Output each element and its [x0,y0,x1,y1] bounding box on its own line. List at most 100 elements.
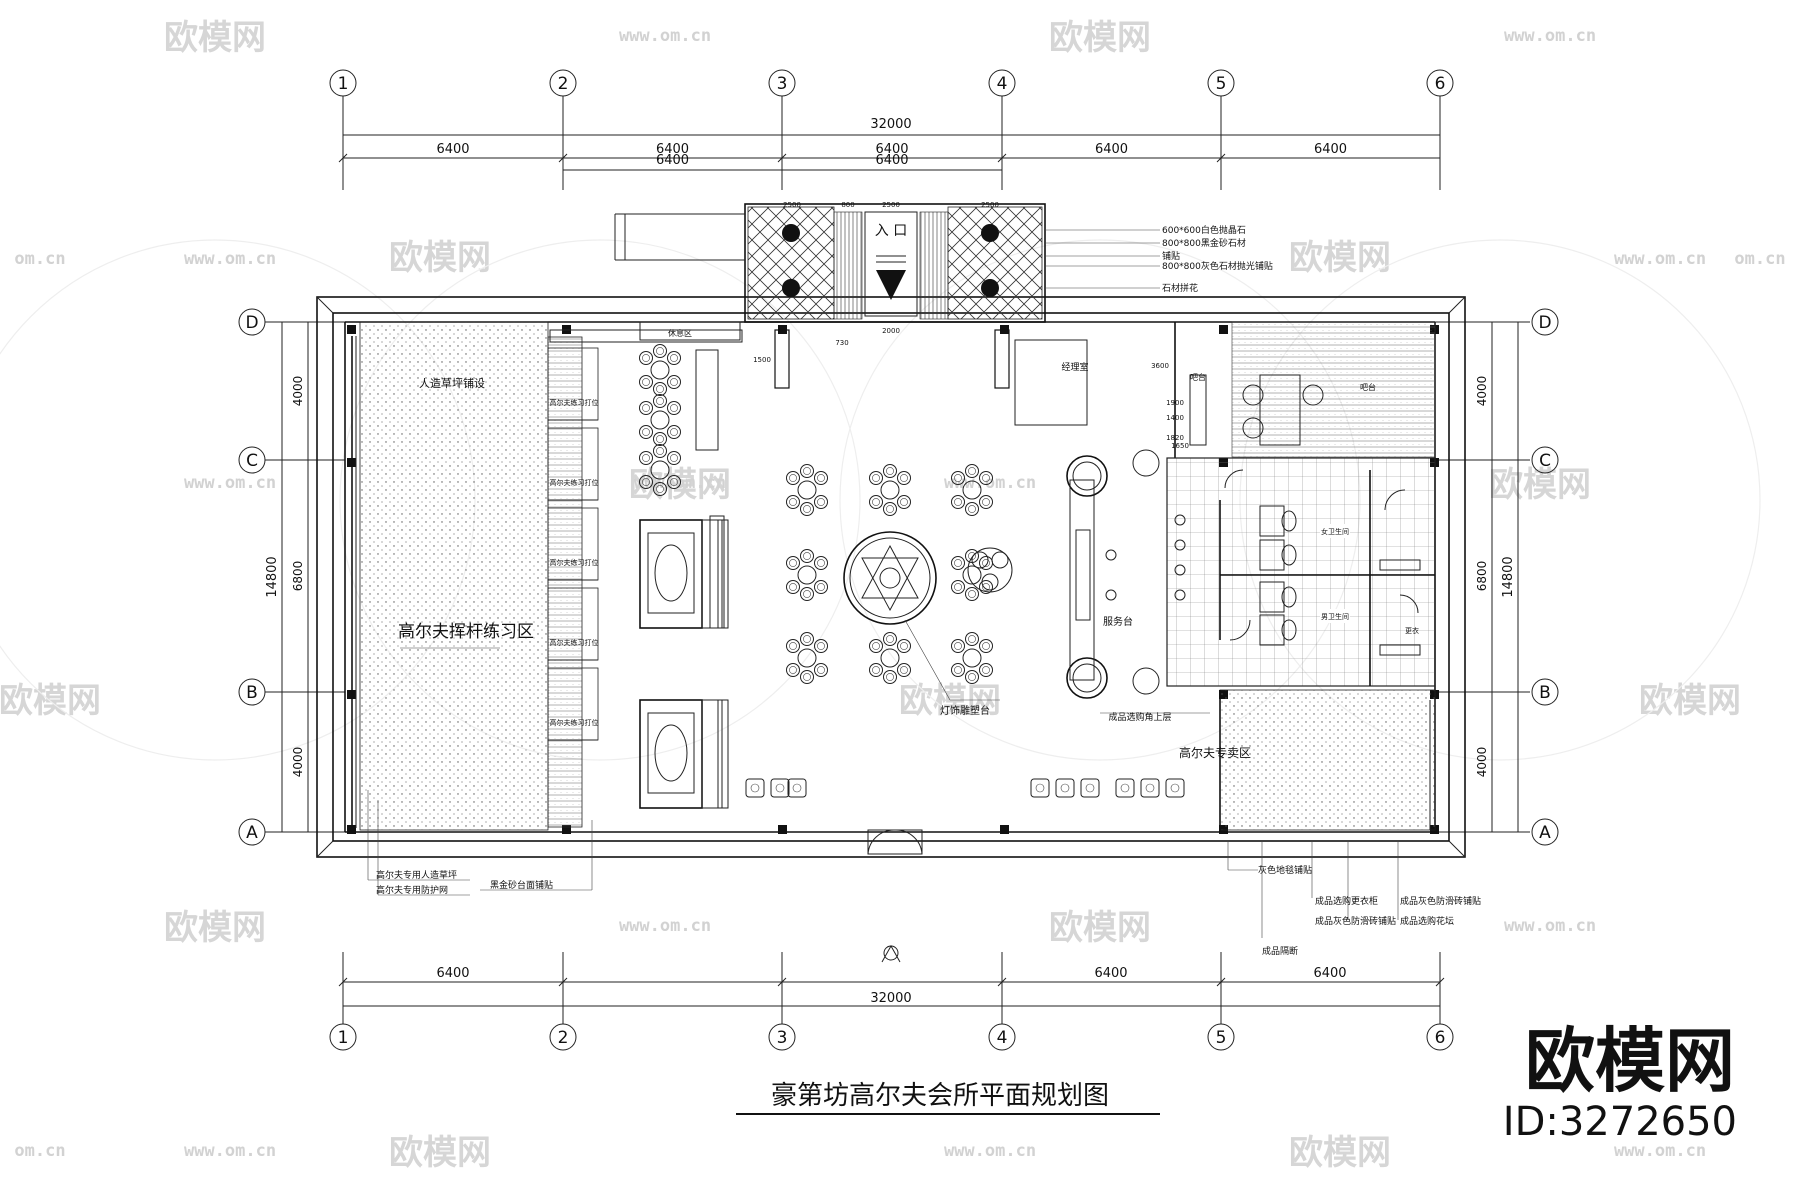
north-arrow-icon [881,944,901,963]
chair-seat [639,351,653,365]
chair [667,375,681,389]
service-desk-label: 服务台 [1103,615,1133,628]
chair-seat [653,482,667,496]
chair-cushion [803,635,811,643]
structural-column [1219,325,1228,334]
bottom-left-callouts: 高尔夫专用人造草坪高尔夫专用防护网黑金砂台面铺贴 [376,869,553,896]
chair [814,495,828,509]
bottom-span-dim: 6400 [436,966,469,981]
chair-seat [786,495,800,509]
chair-cushion [642,354,650,362]
chair-seat [653,432,667,446]
chair-cushion [886,505,894,513]
material-callout: 成品隔断 [1262,945,1298,957]
chair-cushion [656,485,664,493]
chair-seat [897,495,911,509]
chair [667,475,681,489]
chair-seat [667,425,681,439]
chair-cushion [954,474,962,482]
left-span-dim: 6800 [291,561,305,592]
chair [814,471,828,485]
top-span-dim: 6400 [1314,142,1347,157]
chair [951,556,965,570]
service-desk-area: 服务台 [1066,449,1160,699]
table-set [639,394,681,446]
material-callout: 成品灰色防滑砖铺贴 [1315,915,1396,927]
lounge-chair [770,778,790,798]
chair [800,587,814,601]
table-set [786,464,828,516]
chair [653,382,667,396]
chair-seat [814,556,828,570]
table-set [639,344,681,396]
chair [979,663,993,677]
chair-cushion [789,474,797,482]
chair-seat [951,556,965,570]
chair-cushion [789,666,797,674]
top-span-dim: 6400 [436,142,469,157]
grid-row-label-left: C [246,451,258,471]
watermark-brand-text: 欧模网 [164,908,266,948]
watermark-brand-text: 欧模网 [1049,908,1151,948]
chair-seat [786,556,800,570]
dim-tick [1216,977,1226,987]
putting-bay-label: 高尔夫练习打位 [550,718,599,727]
grid-bubble-right [1531,308,1559,336]
left-span-dim: 4000 [291,376,305,407]
chair-cushion [642,454,650,462]
chair [667,425,681,439]
chair-cushion [817,559,825,567]
watermark-brand: 欧模网 [1639,681,1741,721]
lounge-chair-cushion [1060,783,1070,793]
putting-bay-label: 高尔夫练习打位 [550,638,599,647]
entry-pillar [774,329,790,389]
chair [653,432,667,446]
lounge-chair-body [1030,778,1050,798]
bottom-right-callouts: 灰色地毯铺贴成品选购更衣柜成品灰色防滑砖铺贴成品灰色防滑砖铺贴成品选购花坛成品隔… [1258,864,1481,957]
chair-cushion [982,498,990,506]
chair [814,663,828,677]
chair-cushion [954,583,962,591]
chair-cushion [670,478,678,486]
putting-bay-label: 高尔夫练习打位 [550,558,599,567]
watermark-url-text: www.om.cn [1614,1141,1706,1161]
grid-bubble-top [1207,69,1235,97]
grid-row-label-right: A [1539,823,1551,843]
chair-seat [667,375,681,389]
lounge-chair [1165,778,1185,798]
lounge-chair-body [787,778,807,798]
lounge-chair-cushion [1170,783,1180,793]
wc-male-label: 男卫生间 [1321,612,1349,621]
watermark-brand: 欧模网 [1289,238,1391,278]
chair-seat [639,401,653,415]
chair [979,639,993,653]
grid-col-label-top: 5 [1216,74,1227,94]
top-total-dim: 32000 [870,117,911,132]
drawing-title: 豪第坊高尔夫会所平面规划图 [736,1081,1160,1115]
watermark-brand-text: 欧模网 [1049,18,1151,58]
material-callout: 高尔夫专用人造草坪 [376,869,457,881]
bottom-span-dim: 6400 [1094,966,1127,981]
lounge-chair [1080,778,1100,798]
chair-seat [869,471,883,485]
grid-bubble-left [238,678,266,706]
chair-seat [667,351,681,365]
chair-seat [979,471,993,485]
chair-seat [951,471,965,485]
entrance-dim: 800 [841,201,854,209]
chair [786,495,800,509]
chair-cushion [982,642,990,650]
grid-bubble-top [329,69,357,97]
table-top [797,565,817,585]
chair-cushion [872,474,880,482]
table-top [797,648,817,668]
chair-seat [667,475,681,489]
chair-cushion [803,673,811,681]
dim-tick [777,977,787,987]
chair-cushion [982,666,990,674]
chair [639,401,653,415]
chair-cushion [900,498,908,506]
dim-tick [558,153,568,163]
